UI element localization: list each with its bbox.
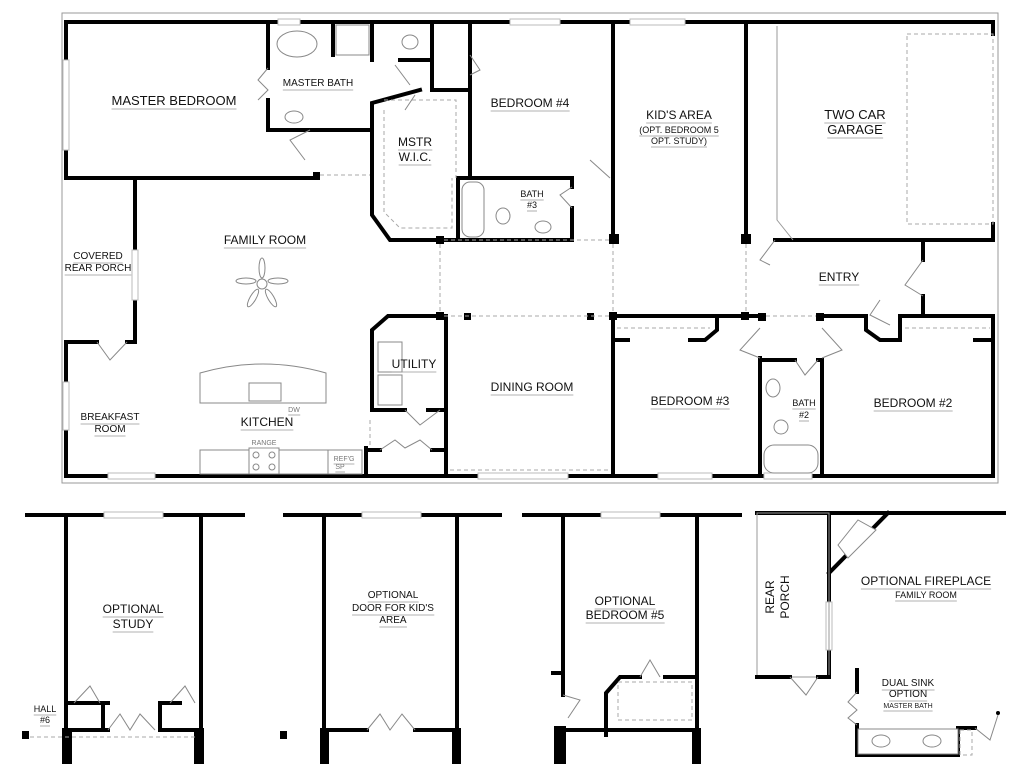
label-hall6-2: #6 (40, 715, 50, 725)
label-optional-door-3: AREA (379, 615, 407, 626)
shower-icon (335, 24, 370, 56)
label-porch-2: REAR PORCH (65, 263, 132, 274)
toilet-icon (495, 207, 511, 225)
property-outline (61, 12, 999, 484)
label-utility: UTILITY (392, 357, 437, 371)
label-optional-fireplace-1: OPTIONAL FIREPLACE (861, 574, 991, 588)
label-bath2-1: BATH (792, 398, 815, 408)
label-kids-area-1: KID'S AREA (646, 108, 712, 122)
label-bath3-2: #3 (527, 200, 537, 210)
label-optional-study-2: STUDY (113, 617, 154, 631)
label-bath2-2: #2 (799, 410, 809, 420)
label-garage-1: TWO CAR (824, 107, 885, 122)
label-wic-1: MSTR (398, 135, 432, 149)
label-bedroom-4: BEDROOM #4 (491, 96, 570, 110)
label-bedroom-3: BEDROOM #3 (651, 394, 730, 408)
label-kids-area-2: (OPT. BEDROOM 5 (639, 125, 719, 135)
label-hall6-1: HALL (34, 704, 57, 714)
label-optional-fireplace-2: FAMILY ROOM (895, 590, 957, 600)
label-bedroom-2: BEDROOM #2 (874, 396, 953, 410)
ceiling-fan-icon (235, 257, 289, 308)
label-rear-porch-1: REAR (763, 580, 777, 614)
windows (62, 18, 813, 480)
sink-icon (534, 220, 552, 234)
sink-icon (765, 378, 781, 398)
label-garage-2: GARAGE (827, 122, 883, 137)
dryer-icon (377, 374, 403, 406)
label-bath3-1: BATH (520, 189, 543, 199)
toilet-icon (401, 34, 419, 50)
bathtub-icon (763, 444, 819, 474)
range-icon (248, 447, 280, 475)
label-optional-bedroom5-1: OPTIONAL (595, 594, 656, 608)
label-porch-1: COVERED (73, 251, 122, 262)
label-rear-porch-2: PORCH (778, 575, 792, 618)
label-dining-room: DINING ROOM (491, 380, 574, 394)
main-floor-walls (64, 20, 995, 478)
kitchen-sink-icon (248, 382, 282, 402)
refrigerator-space (327, 449, 363, 475)
label-master-bedroom: MASTER BEDROOM (112, 93, 237, 108)
washer-icon (377, 341, 403, 373)
bathtub-icon (461, 181, 485, 238)
option-kids-door: OPTIONAL DOOR FOR KID'S AREA (280, 511, 502, 764)
option-study: OPTIONAL STUDY HALL #6 (22, 511, 245, 764)
label-breakfast-2: ROOM (94, 424, 125, 435)
label-optional-bedroom5-2: BEDROOM #5 (586, 608, 665, 622)
label-kitchen: KITCHEN (241, 415, 294, 429)
option-bedroom5: OPTIONAL BEDROOM #5 (522, 511, 742, 764)
toilet-icon (773, 419, 789, 435)
sink-icon (284, 110, 304, 124)
label-refg-2: SP (335, 464, 345, 471)
fixtures (199, 24, 819, 475)
label-optional-door-1: OPTIONAL (368, 590, 419, 601)
label-optional-door-2: DOOR FOR KID'S (352, 603, 434, 614)
label-kids-area-3: OPT. STUDY) (651, 136, 707, 146)
dashed-lines (203, 33, 994, 471)
door-swings (96, 54, 924, 451)
label-optional-study-1: OPTIONAL (103, 602, 164, 616)
label-entry: ENTRY (819, 270, 859, 284)
label-family-room: FAMILY ROOM (224, 233, 306, 247)
label-master-bath: MASTER BATH (283, 78, 353, 89)
label-dw: DW (288, 407, 300, 414)
label-dual-sink-2: OPTION (889, 689, 927, 700)
label-dual-sink-3: MASTER BATH (883, 703, 932, 710)
label-refg-1: REF'G (334, 456, 355, 463)
label-wic-2: W.I.C. (399, 150, 432, 164)
bathtub-icon (276, 30, 318, 58)
label-dual-sink-1: DUAL SINK (882, 678, 935, 689)
label-range: RANGE (252, 440, 277, 447)
room-labels: MASTER BEDROOM MASTER BATH MSTR W.I.C. B… (64, 78, 953, 473)
label-breakfast-1: BREAKFAST (81, 412, 140, 423)
option-fireplace: REAR PORCH OPTIONAL FIREPLACE FAMILY ROO… (755, 510, 1006, 757)
